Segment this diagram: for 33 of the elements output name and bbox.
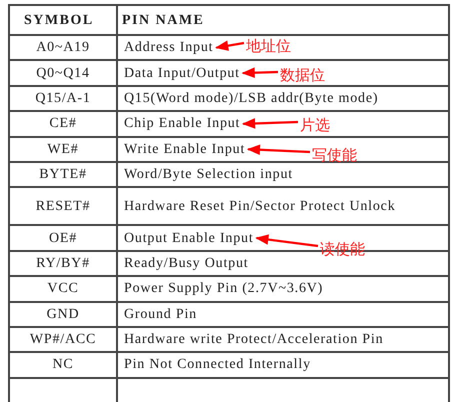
table-cell-text: OE# — [48, 230, 78, 248]
table-cell-text: A0~A19 — [36, 39, 90, 58]
table-cell-text: Power Supply Pin (2.7V~3.6V) — [124, 281, 324, 296]
table-cell-text: Output Enable Input — [124, 230, 254, 246]
column-header: PIN NAME — [122, 12, 204, 30]
annotation-text: 地址位 — [246, 37, 291, 55]
table-cell-text: Q15/A-1 — [35, 90, 91, 108]
table-cell-text: Pin Not Connected Internally — [124, 357, 311, 372]
table-cell-text: GND — [46, 306, 80, 324]
table-cell-text: RESET# — [36, 198, 90, 216]
annotation-text: 写使能 — [312, 146, 357, 164]
table-cell-text: Hardware Reset Pin/Sector Protect Unlock — [124, 198, 396, 214]
table-cell-text: Ground Pin — [124, 306, 197, 322]
table-cell-text: WP#/ACC — [30, 331, 96, 350]
table-cell-text: Address Input — [124, 40, 214, 56]
table-cell-text: Chip Enable Input — [124, 116, 240, 132]
table-cell-text: VCC — [47, 280, 79, 298]
table-cell-text: Data Input/Output — [124, 66, 240, 81]
table-cell-text: RY/BY# — [36, 254, 90, 273]
table-cell-text: Ready/Busy Output — [124, 256, 248, 271]
table-cell-text: Q15(Word mode)/LSB addr(Byte mode) — [124, 90, 378, 106]
table-cell-text: Write Enable Input — [124, 142, 246, 157]
column-header: SYMBOL — [24, 12, 94, 30]
table-cell-text: CE# — [49, 115, 77, 134]
table-cell-text: Word/Byte Selection input — [124, 167, 293, 182]
table-cell-text: BYTE# — [39, 166, 87, 184]
annotation-text: 数据位 — [280, 66, 325, 84]
table-cell-text: WE# — [47, 140, 79, 159]
table-cell-text: NC — [52, 356, 74, 374]
arrow — [255, 234, 318, 248]
annotation-text: 片选 — [300, 116, 330, 134]
table-cell-text: Hardware write Protect/Acceleration Pin — [124, 332, 384, 348]
table-cell-text: Q0~Q14 — [36, 64, 90, 83]
